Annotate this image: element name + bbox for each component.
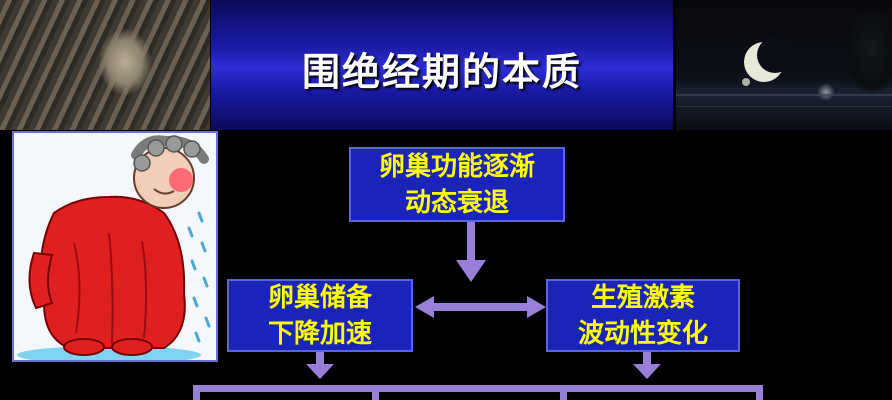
right-box-line2: 波动性变化 <box>577 318 708 349</box>
tree-silhouette <box>822 0 892 112</box>
down-arrow-top <box>456 222 486 282</box>
moon-icon <box>676 37 892 107</box>
page-title: 围绝经期的本质 <box>301 49 582 94</box>
moon-night-photo <box>676 0 892 130</box>
ovarian-decline-box: 卵巢功能逐渐 动态衰退 <box>349 147 565 222</box>
buddha-head-photo <box>0 0 210 130</box>
sweating-woman-clipart <box>12 131 218 362</box>
bottom-bracket <box>193 385 763 400</box>
down-arrow-right <box>633 352 661 379</box>
hormone-fluctuation-box: 生殖激素 波动性变化 <box>546 279 740 352</box>
right-box-line1: 生殖激素 <box>590 282 695 313</box>
top-box-line2: 动态衰退 <box>404 187 509 218</box>
down-arrow-left <box>306 352 334 379</box>
top-box-line1: 卵巢功能逐渐 <box>378 151 535 182</box>
title-banner: 围绝经期的本质 <box>211 0 673 130</box>
left-box-line2: 下降加速 <box>267 318 372 349</box>
ovarian-reserve-box: 卵巢储备 下降加速 <box>227 279 413 352</box>
double-arrow-middle <box>415 296 546 318</box>
left-box-line1: 卵巢储备 <box>267 282 372 313</box>
